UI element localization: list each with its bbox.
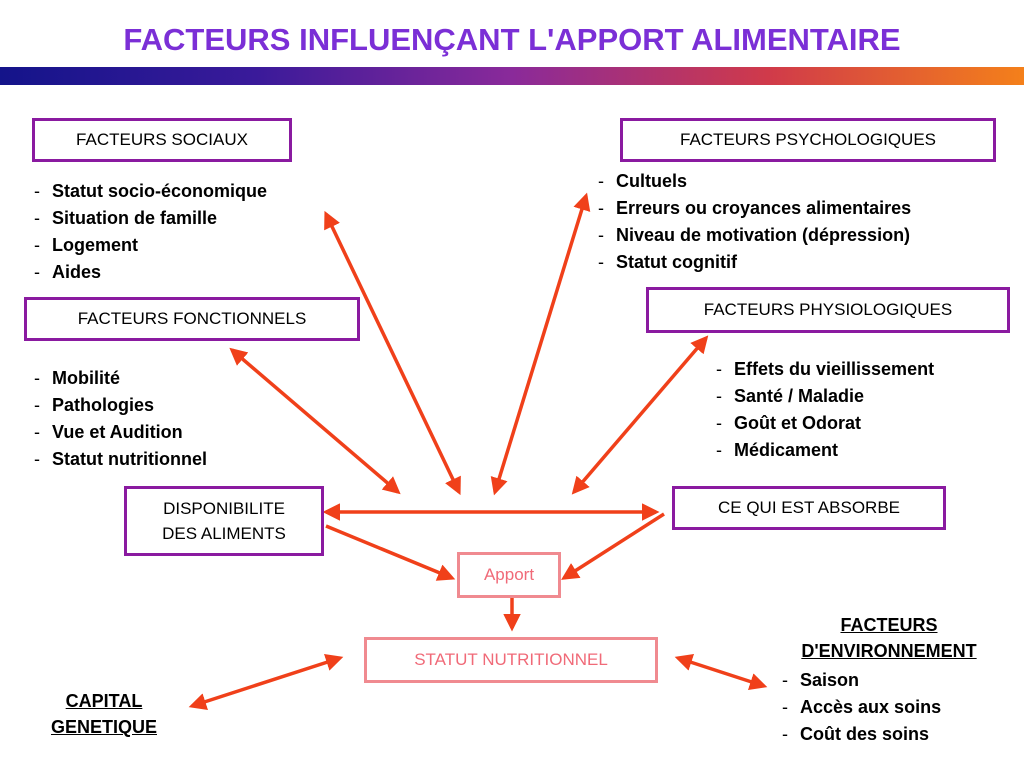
sociaux-box: FACTEURS SOCIAUX	[32, 118, 292, 162]
fonction-list: -Mobilité -Pathologies -Vue et Audition …	[34, 365, 207, 473]
absorbe-label: CE QUI EST ABSORBE	[717, 498, 901, 517]
arrow-fonction	[229, 347, 401, 495]
arrow-genetique	[188, 653, 344, 711]
list-item: -Goût et Odorat	[716, 413, 861, 433]
list-item: -Effets du vieillissement	[716, 359, 935, 379]
environnement-label: FACTEURS D'ENVIRONNEMENT	[801, 615, 977, 661]
psycho-box: FACTEURS PSYCHOLOGIQUES	[620, 118, 996, 162]
arrow-absorbe-apport	[561, 512, 665, 580]
sociaux-list: -Statut socio-économique -Situation de f…	[34, 178, 267, 286]
fonction-label: FACTEURS FONCTIONNELS	[77, 309, 307, 328]
list-item: -Aides	[34, 262, 102, 282]
apport-box: Apport	[457, 552, 561, 598]
list-item: -Situation de famille	[34, 208, 218, 228]
list-item: -Pathologies	[34, 395, 155, 415]
list-item: -Médicament	[716, 440, 839, 460]
statut-box: STATUT NUTRITIONNEL	[364, 637, 658, 683]
absorbe-box: CE QUI EST ABSORBE	[672, 486, 946, 530]
arrow-sociaux	[324, 210, 461, 496]
arrow-environnement	[674, 654, 768, 690]
physio-label: FACTEURS PHYSIOLOGIQUES	[703, 300, 953, 319]
list-item: -Statut cognitif	[598, 252, 737, 272]
environnement-list: -Saison -Accès aux soins -Coût des soins	[782, 667, 941, 748]
list-item: -Vue et Audition	[34, 422, 183, 442]
statut-label: STATUT NUTRITIONNEL	[414, 650, 608, 669]
list-item: -Saison	[782, 670, 860, 690]
psycho-label: FACTEURS PSYCHOLOGIQUES	[680, 130, 936, 149]
page-title: FACTEURS INFLUENÇANT L'APPORT ALIMENTAIR…	[123, 22, 901, 57]
psycho-list: -Cultuels -Erreurs ou croyances alimenta…	[598, 168, 911, 276]
title-gradient-bar	[0, 67, 1024, 85]
list-item: -Santé / Maladie	[716, 386, 865, 406]
arrow-physio	[571, 335, 709, 495]
dispo-line1: DISPONIBILITE	[163, 499, 285, 518]
list-item: -Accès aux soins	[782, 697, 942, 717]
fonction-box: FACTEURS FONCTIONNELS	[24, 297, 360, 341]
physio-list: -Effets du vieillissement -Santé / Malad…	[716, 356, 934, 464]
list-item: -Cultuels	[598, 171, 688, 191]
apport-label: Apport	[483, 565, 535, 584]
dispo-line2: DES ALIMENTS	[162, 524, 286, 543]
list-item: -Erreurs ou croyances alimentaires	[598, 198, 912, 218]
arrow-dispo-apport	[325, 524, 456, 581]
dispo-box: DISPONIBILITE DES ALIMENTS	[124, 486, 324, 556]
list-item: -Mobilité	[34, 368, 120, 388]
sociaux-label: FACTEURS SOCIAUX	[76, 130, 248, 149]
list-item: -Logement	[34, 235, 139, 255]
genetique-label: CAPITAL GENETIQUE	[50, 691, 157, 737]
list-item: -Statut socio-économique	[34, 181, 268, 201]
list-item: -Coût des soins	[782, 724, 930, 744]
physio-box: FACTEURS PHYSIOLOGIQUES	[646, 287, 1010, 333]
arrow-psycho	[490, 192, 591, 496]
list-item: -Niveau de motivation (dépression)	[598, 225, 911, 245]
list-item: -Statut nutritionnel	[34, 449, 207, 469]
